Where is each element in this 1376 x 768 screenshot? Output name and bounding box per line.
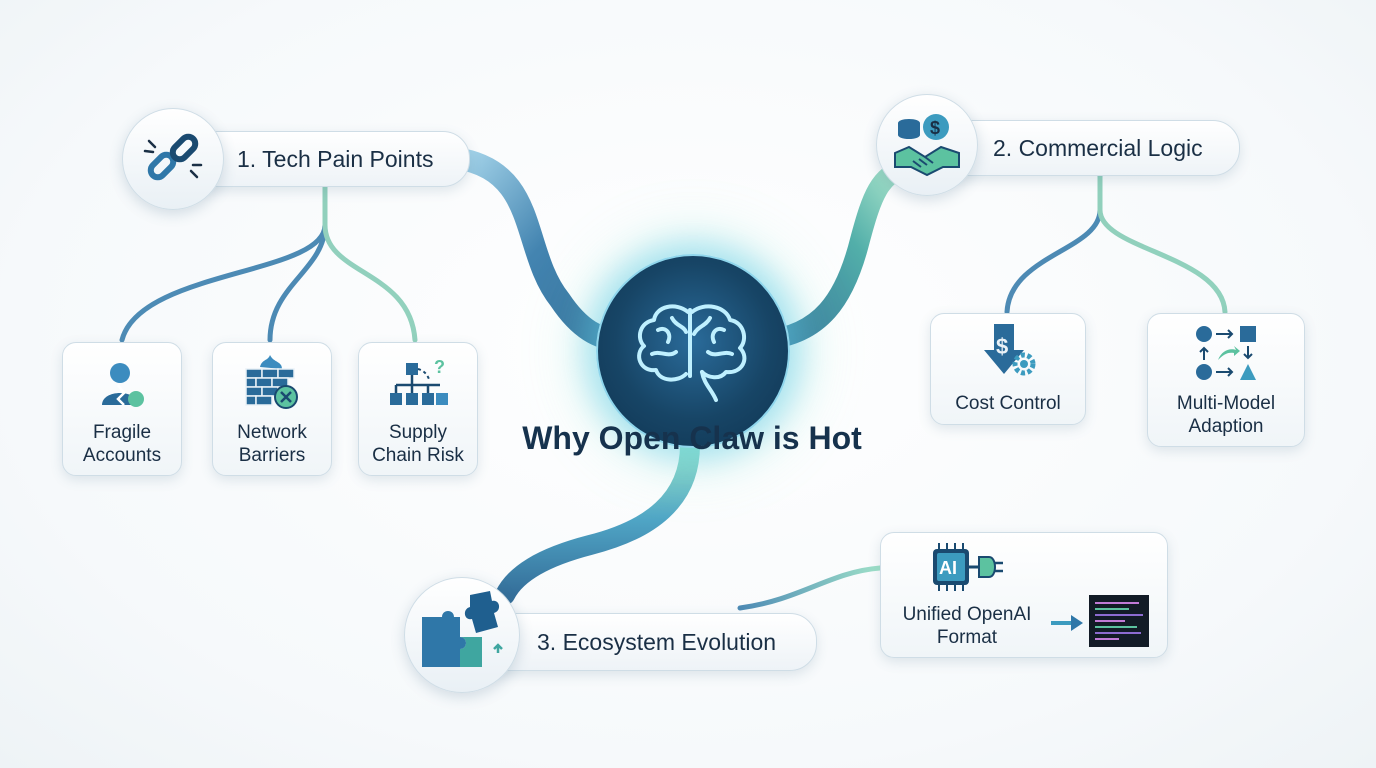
flowchart-question-icon: ?: [390, 357, 448, 405]
puzzle-icon: [422, 591, 503, 667]
multi-model-adaption-label: Multi-Model Adaption: [1176, 393, 1276, 437]
supply-chain-risk-label: Supply Chain Risk: [372, 422, 464, 466]
fragile-accounts-card[interactable]: Fragile Accounts: [62, 342, 182, 476]
tech-pain-points-title: 1. Tech Pain Points: [237, 145, 434, 172]
ecosystem-evolution-title: 3. Ecosystem Evolution: [537, 628, 777, 655]
user-broken-icon: [102, 363, 144, 407]
puzzle-icon-badge: [404, 577, 520, 693]
svg-text:?: ?: [434, 357, 445, 377]
commercial-connector: [755, 158, 915, 350]
terminal-screen-icon: [1089, 595, 1149, 647]
handshake-money-icon: $: [894, 114, 960, 177]
arrow-right-icon: [1051, 615, 1083, 631]
unified-openai-format-label: Unified OpenAI Format: [902, 604, 1032, 648]
commercial-logic-title: 2. Commercial Logic: [993, 134, 1203, 161]
handshake-money-icon-badge: $: [876, 94, 978, 196]
supply-chain-risk-card[interactable]: ? Supply Chain Risk: [358, 342, 478, 476]
broken-link-icon-badge: [122, 108, 224, 210]
svg-text:$: $: [930, 118, 940, 138]
fragile-accounts-label: Fragile Accounts: [82, 422, 162, 466]
firewall-icon: [245, 355, 298, 409]
svg-text:$: $: [996, 334, 1008, 359]
hub-title: Why Open Claw is Hot: [522, 420, 862, 456]
central-hub[interactable]: [596, 254, 790, 448]
cost-control-card[interactable]: $ Cost Control: [930, 313, 1086, 425]
ecosystem-connector: [495, 435, 700, 605]
broken-link-icon: [143, 133, 203, 181]
shapes-flow-icon: [1196, 326, 1256, 380]
ai-chip-label: AI: [939, 558, 957, 578]
unified-openai-format-card[interactable]: AI Unified OpenAI Format: [880, 532, 1168, 658]
network-barriers-label: Network Barriers: [237, 422, 307, 466]
ai-chip-plug-icon: AI: [933, 543, 1003, 591]
network-barriers-card[interactable]: Network Barriers: [212, 342, 332, 476]
cost-control-label: Cost Control: [955, 393, 1061, 414]
tech-connector: [444, 147, 631, 351]
cost-down-gear-icon: $: [984, 324, 1036, 376]
multi-model-adaption-card[interactable]: Multi-Model Adaption: [1147, 313, 1305, 447]
brain-icon: [637, 304, 747, 402]
